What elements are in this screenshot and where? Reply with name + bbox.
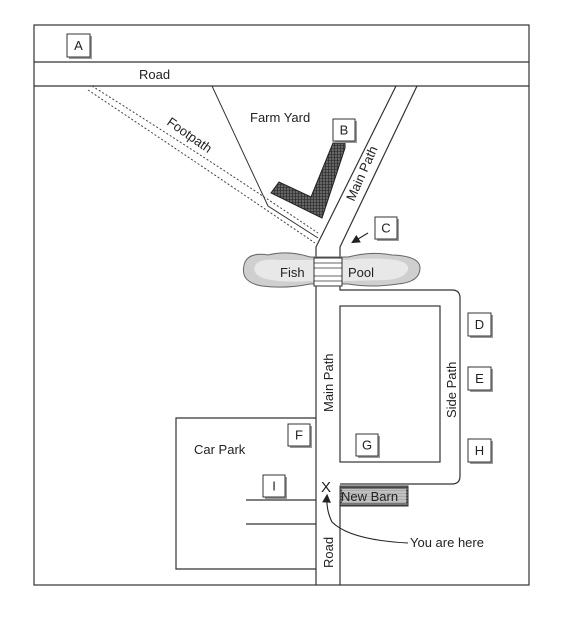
pool-label: Pool: [348, 265, 374, 280]
box-g[interactable]: G: [355, 433, 380, 458]
inner-field: [339, 305, 441, 463]
main-path-lower-label: Main Path: [321, 353, 336, 412]
box-d-letter: D: [475, 317, 484, 332]
box-a[interactable]: A: [66, 33, 92, 59]
box-b[interactable]: B: [332, 118, 357, 143]
road-top-label: Road: [139, 67, 170, 82]
road-bottom-label: Road: [321, 537, 336, 568]
box-b-letter: B: [340, 123, 349, 138]
footpath-label: Footpath: [164, 114, 215, 156]
box-g-letter: G: [362, 438, 372, 453]
farm-yard-boundary: [211, 85, 319, 239]
box-i[interactable]: I: [262, 474, 287, 499]
car-park-boundary: [175, 417, 316, 570]
box-c[interactable]: C: [374, 216, 399, 241]
box-i-letter: I: [272, 479, 276, 494]
box-a-letter: A: [74, 38, 83, 53]
new-barn-label: New Barn: [341, 489, 398, 504]
box-e-letter: E: [475, 371, 484, 386]
box-e[interactable]: E: [467, 366, 493, 392]
box-c-letter: C: [381, 221, 390, 236]
farm-building: [270, 142, 346, 219]
car-park-label: Car Park: [194, 442, 246, 457]
box-h[interactable]: H: [467, 438, 493, 464]
bridge: [313, 257, 343, 287]
map-frame: [33, 24, 530, 586]
you-are-here-marker: X: [321, 479, 331, 496]
main-path-lower-right: [339, 286, 461, 485]
fish-label: Fish: [280, 265, 305, 280]
footpath-line-upper: [91, 85, 319, 234]
box-f[interactable]: F: [287, 423, 312, 448]
box-h-letter: H: [475, 443, 484, 458]
box-f-letter: F: [295, 428, 303, 443]
new-barn-label-bg: [342, 489, 406, 503]
farm-yard-label: Farm Yard: [250, 110, 310, 125]
you-are-here-arrow: [322, 493, 409, 544]
side-path-label: Side Path: [444, 362, 459, 418]
c-pointer-arrow: [351, 232, 369, 244]
box-d[interactable]: D: [467, 312, 493, 338]
you-are-here-label: You are here: [410, 535, 484, 550]
